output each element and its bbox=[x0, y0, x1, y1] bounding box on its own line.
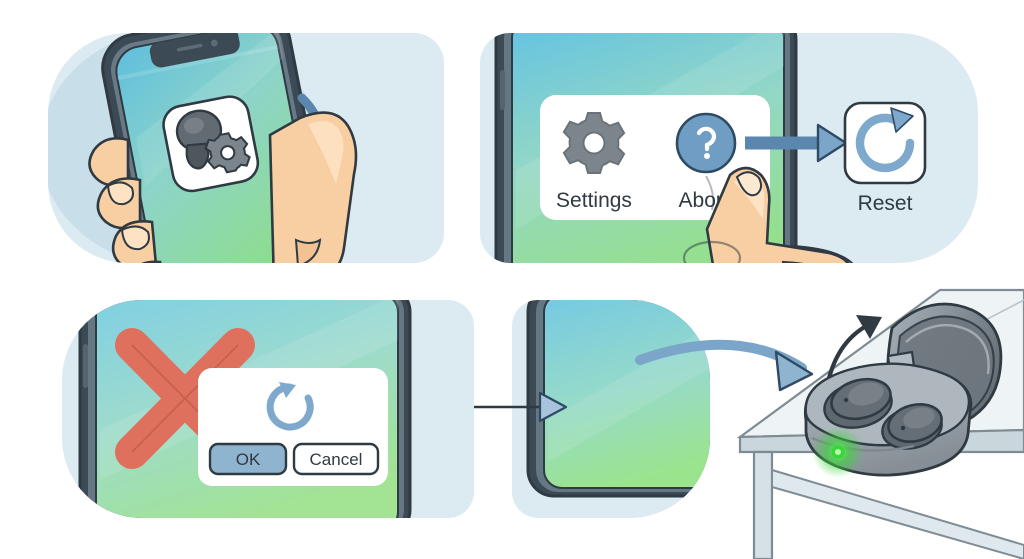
hand-holding-phone bbox=[88, 111, 358, 263]
reset-button[interactable]: Reset bbox=[843, 101, 927, 215]
pointing-finger bbox=[705, 166, 862, 263]
gear-icon bbox=[204, 132, 251, 174]
dialog-ok-label: OK bbox=[236, 450, 261, 469]
earbuds-settings-app-icon[interactable] bbox=[160, 93, 261, 194]
menu-item-settings[interactable]: Settings bbox=[556, 112, 632, 212]
menu-item-about[interactable]: About bbox=[675, 112, 737, 212]
dialog-ok-button[interactable]: OK bbox=[208, 442, 288, 476]
case-body bbox=[803, 362, 973, 477]
little-finger bbox=[124, 260, 172, 263]
circular-arrow-refresh-icon bbox=[266, 382, 314, 431]
dialog-cancel-button[interactable]: Cancel bbox=[292, 442, 380, 476]
earbuds-charging-case bbox=[803, 302, 1003, 478]
panel-3: OK Cancel bbox=[62, 300, 474, 518]
phone-side-button bbox=[83, 344, 88, 388]
panel-1 bbox=[48, 33, 444, 263]
phone-speaker-slot bbox=[176, 43, 203, 52]
reset-confirm-dialog: OK Cancel bbox=[198, 368, 388, 486]
app-menu-card: Settings About bbox=[540, 95, 770, 220]
gear-icon bbox=[562, 112, 626, 174]
status-led bbox=[812, 426, 864, 478]
circular-arrow-refresh-icon bbox=[855, 107, 915, 173]
menu-item-label-settings: Settings bbox=[556, 189, 632, 212]
panel-2: Settings About bbox=[480, 33, 978, 263]
smartphone-panel-4 bbox=[526, 300, 710, 498]
fingernail bbox=[735, 171, 763, 197]
dialog-cancel-label: Cancel bbox=[310, 450, 363, 469]
phone-side-button bbox=[500, 70, 505, 110]
table-brace bbox=[771, 468, 1024, 559]
step-flow-arrow bbox=[474, 391, 568, 423]
curved-flow-arrow-to-case bbox=[635, 339, 814, 392]
phone-front-camera bbox=[210, 39, 218, 47]
question-circle-icon bbox=[675, 112, 737, 174]
flow-arrow-to-reset bbox=[745, 123, 848, 163]
reset-button-label: Reset bbox=[858, 192, 913, 215]
earbud-right bbox=[887, 403, 943, 443]
table-leg bbox=[752, 450, 774, 559]
panel-4 bbox=[512, 300, 710, 518]
lid-open-arrow bbox=[825, 315, 882, 385]
earbud-left bbox=[830, 377, 892, 421]
